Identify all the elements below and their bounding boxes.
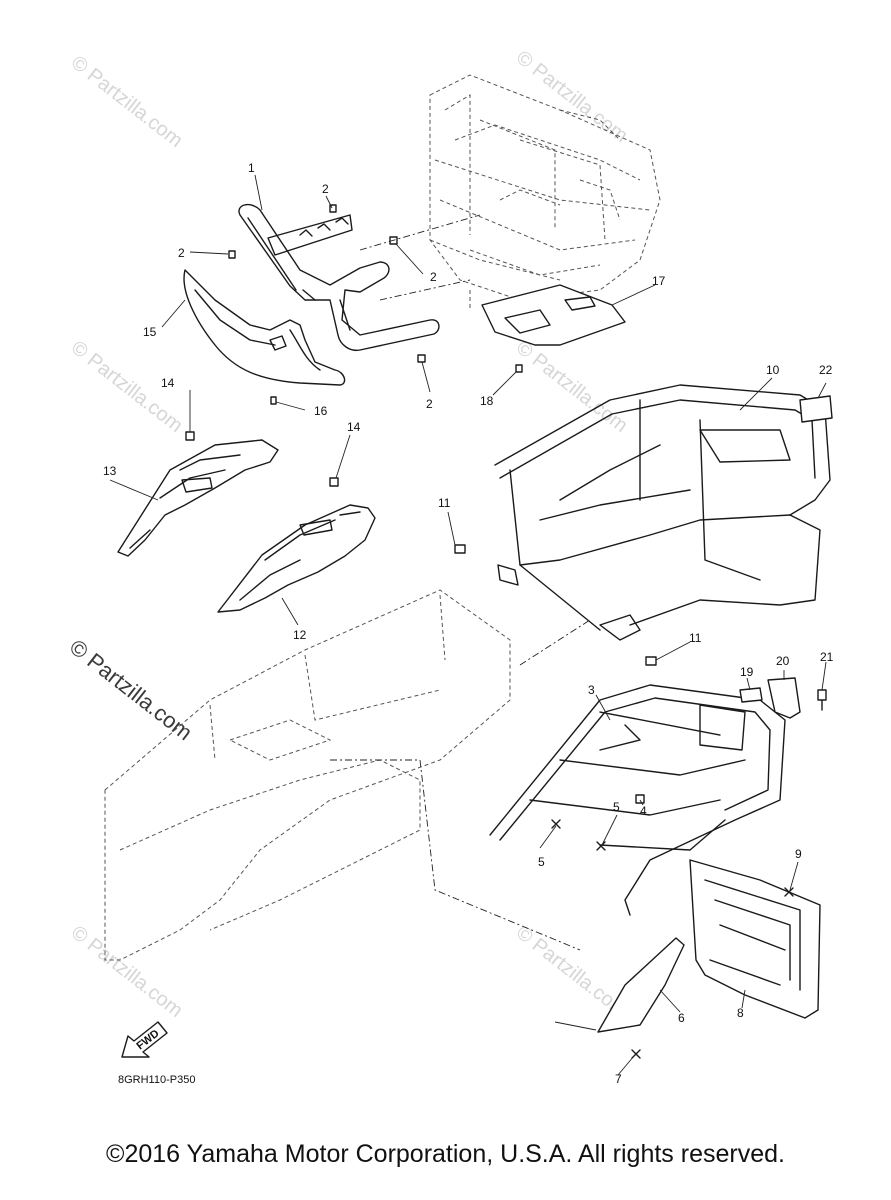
callout-14: 14 bbox=[161, 376, 175, 390]
watermark: © Partzilla.com bbox=[67, 922, 187, 1022]
callout-3: 3 bbox=[588, 683, 595, 697]
part-spacer bbox=[739, 687, 763, 703]
part-plate bbox=[481, 284, 626, 346]
callout-18: 18 bbox=[480, 394, 494, 408]
callout-2: 2 bbox=[426, 397, 433, 411]
body-ghost bbox=[104, 589, 511, 961]
part-left-side-cover bbox=[117, 439, 279, 557]
callout-1: 1 bbox=[248, 161, 255, 175]
part-front-guard bbox=[238, 203, 440, 352]
watermark: © Partzilla.com bbox=[67, 52, 187, 152]
callout-9: 9 bbox=[795, 847, 802, 861]
callout-labels: 1 2 2 2 2 15 16 17 18 14 14 13 12 10 22 … bbox=[103, 161, 834, 1086]
callout-2: 2 bbox=[178, 246, 185, 260]
callout-11: 11 bbox=[438, 496, 451, 510]
callout-8: 8 bbox=[737, 1006, 744, 1020]
part-rear-frame bbox=[494, 384, 831, 641]
part-rear-flap bbox=[689, 859, 821, 1019]
callout-16: 16 bbox=[314, 404, 328, 418]
callout-15: 15 bbox=[143, 325, 157, 339]
callout-5: 5 bbox=[613, 800, 620, 814]
part-right-side-cover bbox=[217, 504, 376, 613]
fwd-arrow-icon: FWD bbox=[121, 1021, 168, 1058]
part-mud-flap bbox=[597, 937, 685, 1033]
part-bracket bbox=[767, 677, 801, 719]
part-rear-rack bbox=[489, 684, 786, 916]
callout-11: 11 bbox=[689, 631, 702, 645]
callout-21: 21 bbox=[820, 650, 834, 664]
part-bolt bbox=[817, 689, 827, 711]
part-front-cover bbox=[183, 269, 346, 386]
callout-2: 2 bbox=[430, 270, 437, 284]
callout-22: 22 bbox=[819, 363, 833, 377]
callout-4: 4 bbox=[640, 804, 647, 818]
drawing-code: 8GRH110-P350 bbox=[118, 1074, 195, 1086]
main-frame-ghost bbox=[429, 74, 661, 310]
callout-2: 2 bbox=[322, 182, 329, 196]
callout-7: 7 bbox=[615, 1072, 622, 1086]
callout-17: 17 bbox=[652, 274, 666, 288]
callout-20: 20 bbox=[776, 654, 790, 668]
watermark: © Partzilla.com bbox=[512, 47, 632, 147]
part-label bbox=[799, 395, 833, 423]
copyright-footer: ©2016 Yamaha Motor Corporation, U.S.A. A… bbox=[106, 1140, 785, 1168]
callout-14: 14 bbox=[347, 420, 361, 434]
leader-lines bbox=[109, 174, 827, 1076]
callout-12: 12 bbox=[293, 628, 307, 642]
fasteners bbox=[185, 204, 794, 1059]
callout-5: 5 bbox=[538, 855, 545, 869]
callout-19: 19 bbox=[740, 665, 754, 679]
callout-10: 10 bbox=[766, 363, 780, 377]
callout-13: 13 bbox=[103, 464, 117, 478]
callout-6: 6 bbox=[678, 1011, 685, 1025]
